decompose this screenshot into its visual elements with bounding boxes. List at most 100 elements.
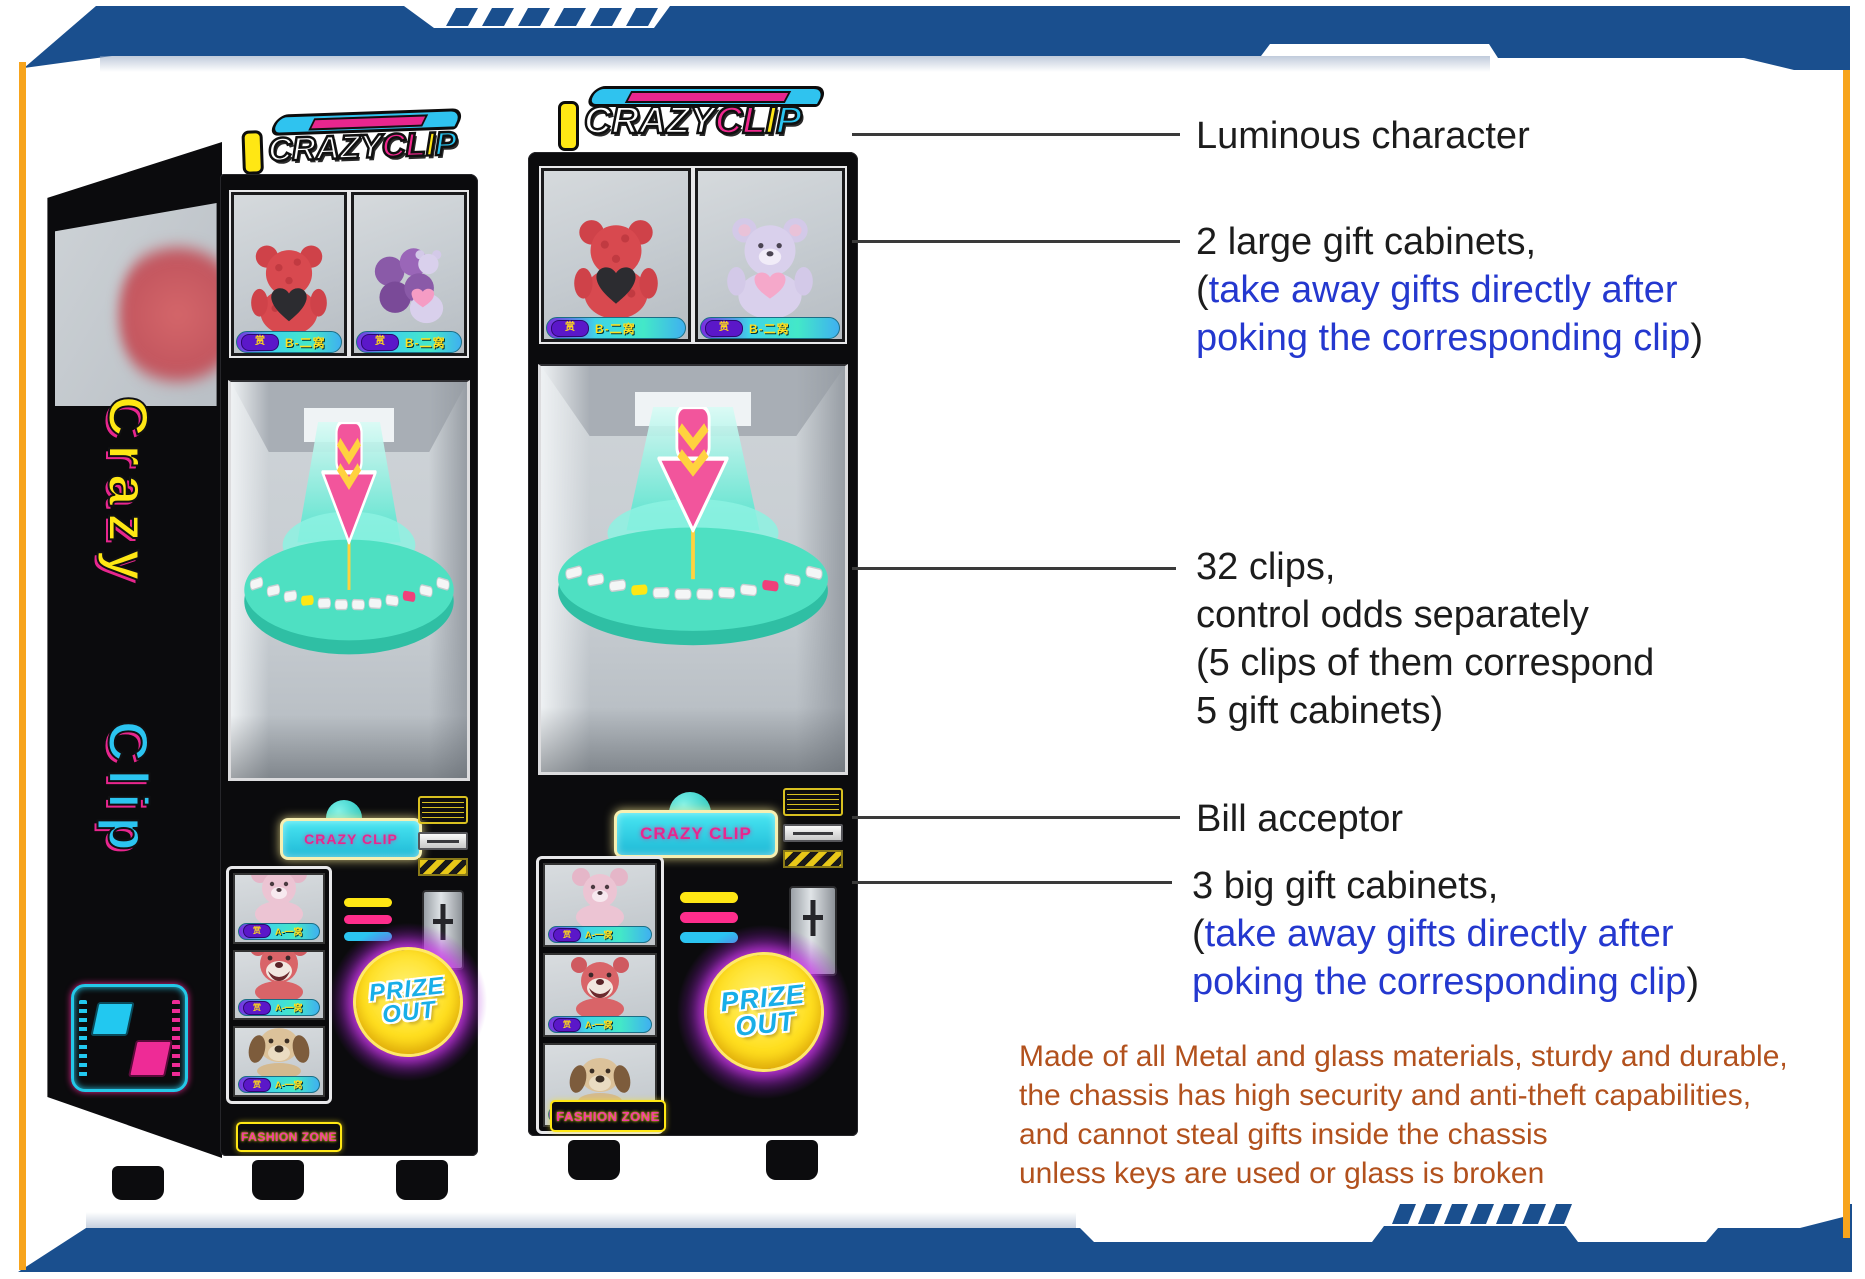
annotation-line: 2 large gift cabinets, (1196, 221, 1537, 263)
hazard-stripes (418, 858, 468, 876)
rose-bear-illustration (574, 220, 658, 319)
annotation-large-gift-cabinets: 2 large gift cabinets, (take away gifts … (1196, 218, 1703, 362)
annotation-line: 3 big gift cabinets, (1192, 865, 1499, 907)
magenta-bar (680, 912, 738, 923)
annotation-line: Made of all Metal and glass materials, s… (1019, 1040, 1788, 1073)
machine-foot (252, 1160, 304, 1200)
annotation-line: the chassis has high security and anti-t… (1019, 1079, 1752, 1112)
yellow-bar (680, 892, 738, 903)
dots-decoration (79, 999, 88, 1077)
marquee-sign: CRAZY CLIP (280, 818, 422, 860)
down-arrow-icon (657, 406, 729, 533)
machine-logo: CRAZYCLIP (554, 86, 832, 154)
play-chamber (228, 380, 470, 781)
clip-icon (128, 1040, 174, 1077)
side-glass-window (54, 202, 217, 407)
strawberry-bear-illustration (571, 957, 629, 1019)
callout-line-bill-acceptor (852, 816, 1180, 819)
annotation-big-gift-cabinets: 3 big gift cabinets, (take away gifts di… (1192, 862, 1699, 1006)
bill-acceptor-label (783, 788, 843, 816)
hazard-stripes (783, 850, 843, 868)
side-vertical-text: Clip (96, 720, 161, 860)
annotation-line: unless keys are used or glass is broken (1019, 1157, 1545, 1190)
yellow-bar (344, 898, 392, 907)
clip-tray-illustration (244, 421, 454, 654)
bottom-border-decoration (18, 1204, 1852, 1272)
annotation-luminous-character: Luminous character (1196, 115, 1530, 157)
purple-bears-illustration (374, 248, 444, 324)
pink-bear-illustration (251, 874, 307, 926)
logo-text: CRAZYCLIP (583, 99, 803, 144)
machine-side-panel: Crazy Clip (47, 142, 222, 1158)
machine-foot (396, 1160, 448, 1200)
machine-foot (112, 1166, 164, 1200)
down-arrow-icon (321, 421, 377, 545)
marquee-sign: CRAZY CLIP (614, 810, 778, 858)
right-orange-accent (1843, 70, 1850, 1238)
bill-slot (783, 824, 843, 842)
fashion-zone-sign: FASHION ZONE (236, 1122, 342, 1152)
side-vertical-text: Crazy (96, 395, 161, 590)
logo-bang-icon (241, 130, 264, 175)
annotation-line: (take away gifts directly after (1192, 913, 1674, 955)
lavender-bear-illustration (727, 218, 813, 319)
machine-foot (766, 1140, 818, 1180)
callout-line-big-cabinets (852, 881, 1172, 884)
annotation-line: 5 gift cabinets) (1196, 690, 1444, 732)
left-orange-accent (19, 62, 26, 1270)
annotation-bill-acceptor: Bill acceptor (1196, 798, 1403, 840)
claw-machine-angled-view: Crazy Clip CRAZYCLIP (42, 108, 488, 1200)
callout-line-large-cabinets (852, 240, 1180, 243)
clip-tray-illustration (558, 406, 828, 645)
play-chamber (538, 364, 848, 775)
annotation-line: control odds separately (1196, 594, 1589, 636)
annotation-materials-note: Made of all Metal and glass materials, s… (1019, 1037, 1788, 1193)
machine-logo: CRAZYCLIP (237, 108, 471, 176)
neon-clip-emblem (70, 984, 189, 1092)
rose-bear-illustration (251, 245, 327, 336)
annotation-line: (5 clips of them correspond (1196, 642, 1655, 684)
bill-acceptor (418, 796, 468, 876)
callout-line-clips (852, 567, 1176, 570)
annotation-line: 32 clips, (1196, 546, 1336, 588)
annotation-line: poking the corresponding clip) (1196, 317, 1703, 359)
pink-bear-illustration (572, 868, 628, 929)
dog-plush-illustration (248, 1028, 310, 1080)
fashion-zone-sign: FASHION ZONE (550, 1100, 666, 1132)
logo-text: CRAZYCLIP (266, 123, 459, 169)
magenta-bar (344, 915, 392, 924)
annotation-line: (take away gifts directly after (1196, 269, 1678, 311)
bill-acceptor (783, 788, 843, 868)
bear-reflection (119, 235, 217, 394)
dots-decoration (172, 999, 180, 1077)
callout-line-luminous (852, 133, 1180, 136)
logo-bang-icon (558, 101, 579, 151)
